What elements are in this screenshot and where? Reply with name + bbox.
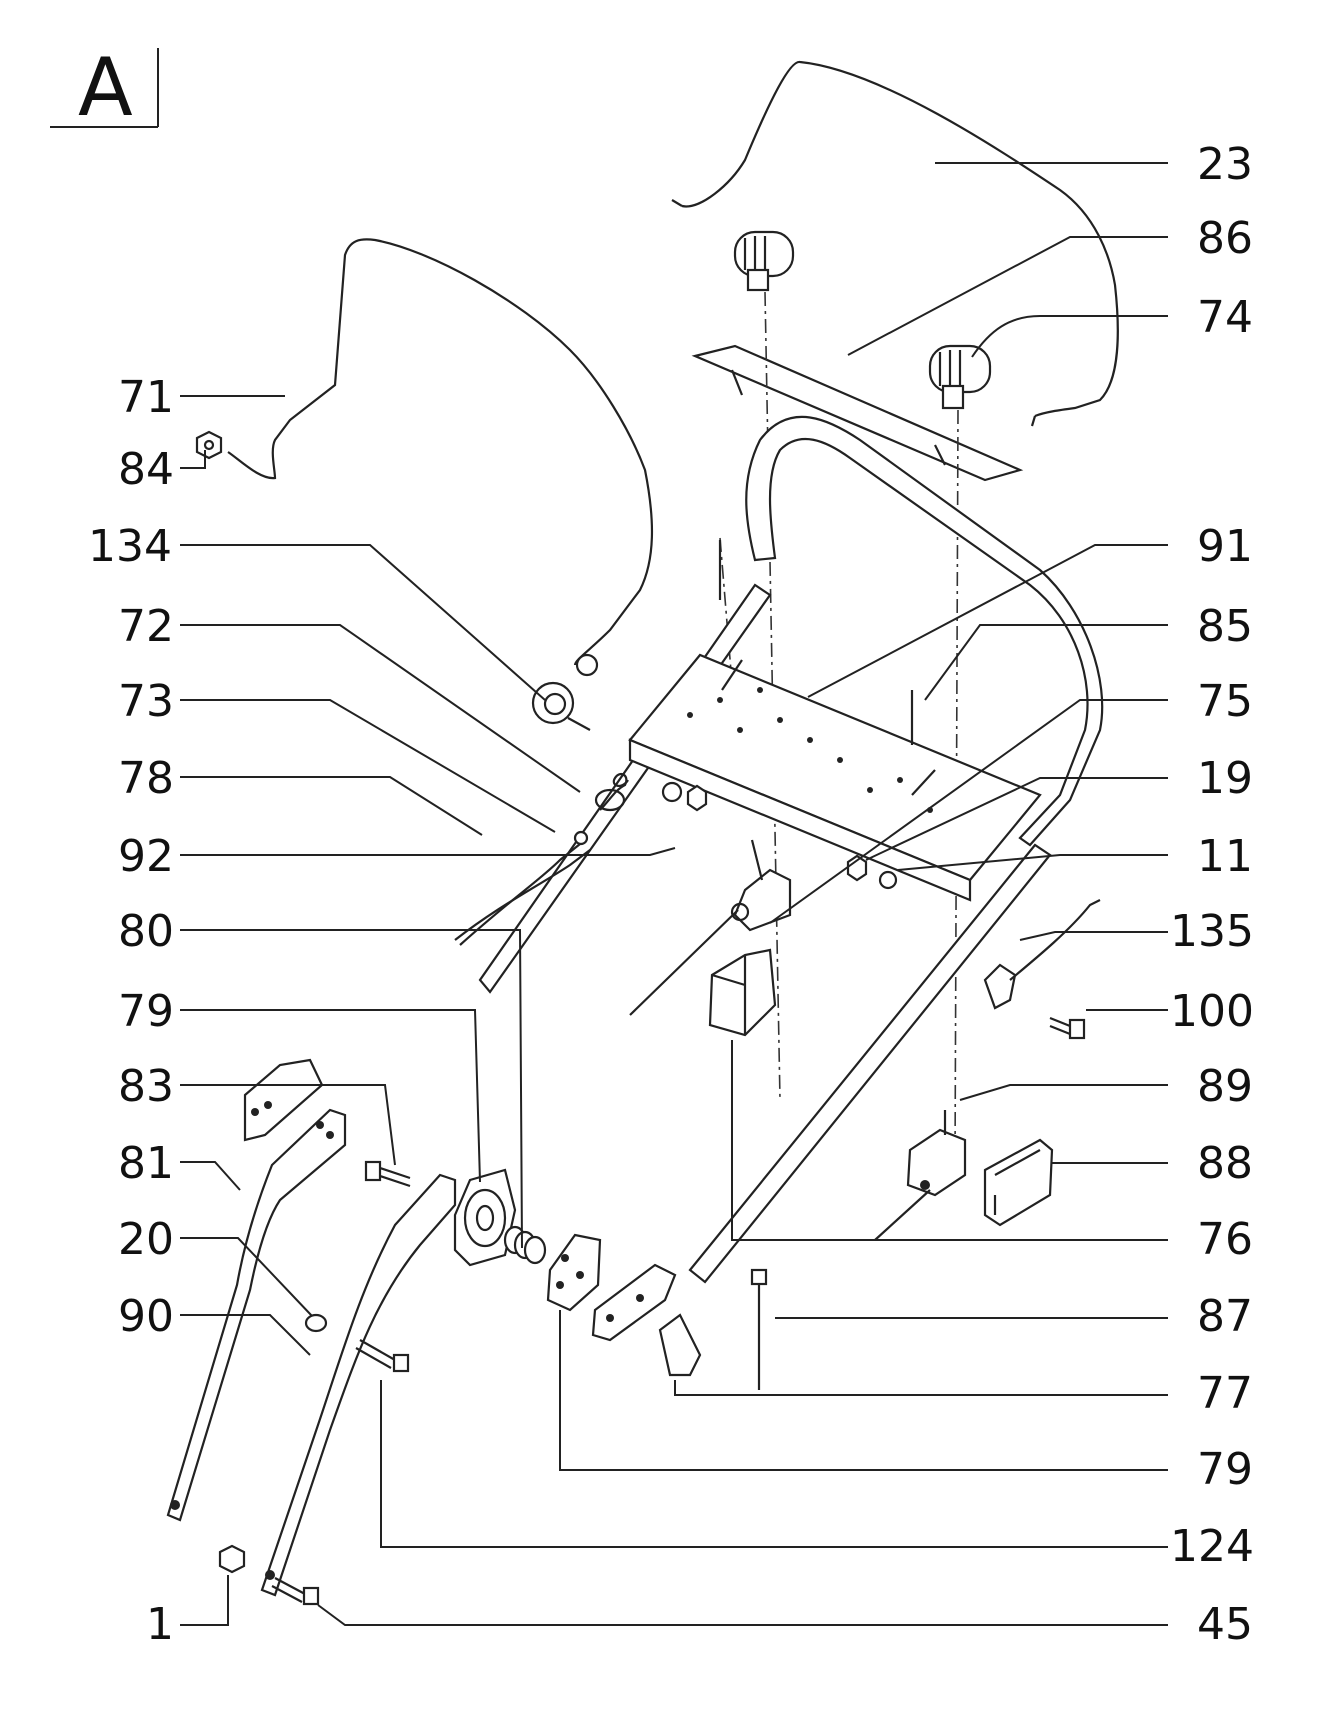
lever-75 bbox=[629, 839, 792, 1016]
part-number-labels: 23 86 74 71 84 134 91 72 85 73 75 78 19 … bbox=[88, 139, 1254, 1650]
label-71: 71 bbox=[118, 372, 174, 423]
label-135: 135 bbox=[1170, 906, 1254, 957]
bracket-135 bbox=[983, 963, 1017, 1010]
hole bbox=[170, 1500, 180, 1510]
hole bbox=[251, 1108, 259, 1116]
label-23: 23 bbox=[1197, 139, 1253, 190]
label-81: 81 bbox=[118, 1138, 174, 1189]
section-label: A bbox=[78, 41, 133, 134]
label-85: 85 bbox=[1197, 601, 1253, 652]
handle-end-plate-right bbox=[591, 1263, 677, 1342]
label-100: 100 bbox=[1170, 986, 1254, 1037]
cable-tie-87 bbox=[750, 1268, 768, 1390]
connector-88 bbox=[983, 1138, 1054, 1227]
bail-71 bbox=[227, 238, 654, 666]
label-19: 19 bbox=[1197, 753, 1253, 804]
label-73: 73 bbox=[118, 676, 174, 727]
cover-plate bbox=[691, 344, 1024, 482]
panel-pin-right bbox=[911, 769, 936, 796]
panel-holes bbox=[687, 687, 933, 813]
label-1: 1 bbox=[146, 1599, 174, 1650]
hole bbox=[316, 1121, 324, 1129]
label-124: 124 bbox=[1170, 1521, 1254, 1572]
label-86: 86 bbox=[1197, 213, 1253, 264]
knob-74 bbox=[928, 344, 992, 410]
height-adjuster-gear-79 bbox=[453, 1168, 517, 1267]
label-92: 92 bbox=[118, 831, 174, 882]
label-20: 20 bbox=[118, 1214, 174, 1265]
nut-1 bbox=[218, 1544, 246, 1574]
hole bbox=[265, 1570, 275, 1580]
hole bbox=[326, 1131, 334, 1139]
handle-assembly-drawing: 23 86 74 71 84 134 91 72 85 73 75 78 19 … bbox=[88, 60, 1254, 1650]
lower-handle-81 bbox=[166, 1108, 347, 1522]
label-45: 45 bbox=[1197, 1599, 1253, 1650]
washer-11 bbox=[878, 870, 898, 890]
nut-on-bail-71 bbox=[575, 653, 599, 677]
nut-left bbox=[686, 784, 708, 812]
hole bbox=[606, 1314, 614, 1322]
label-77: 77 bbox=[1197, 1368, 1253, 1419]
label-90: 90 bbox=[118, 1291, 174, 1342]
cable-135 bbox=[1009, 899, 1101, 981]
label-84: 84 bbox=[118, 444, 174, 495]
label-134: 134 bbox=[88, 521, 172, 572]
upper-handle-tube bbox=[745, 415, 1104, 847]
bolt-45 bbox=[271, 1577, 320, 1606]
label-79-upper: 79 bbox=[118, 986, 174, 1037]
knob-86 bbox=[733, 230, 795, 292]
label-91: 91 bbox=[1197, 521, 1253, 572]
bolt-124 bbox=[355, 1339, 410, 1373]
screw-100 bbox=[1049, 1016, 1086, 1040]
label-74: 74 bbox=[1197, 292, 1253, 343]
label-83: 83 bbox=[118, 1061, 174, 1112]
plate-slot-left bbox=[730, 369, 744, 396]
washer-20 bbox=[304, 1313, 328, 1333]
cable-nipple bbox=[573, 830, 589, 846]
label-87: 87 bbox=[1197, 1291, 1253, 1342]
height-adjuster-knob-79 bbox=[546, 1233, 602, 1312]
hole bbox=[264, 1101, 272, 1109]
upper-handle-right-leg bbox=[688, 843, 1052, 1284]
label-79-lower: 79 bbox=[1197, 1444, 1253, 1495]
spring-72 bbox=[594, 772, 629, 812]
lower-handle-90 bbox=[260, 1173, 457, 1597]
nut-84 bbox=[195, 430, 223, 460]
section-marker: A bbox=[50, 41, 159, 134]
cover-76-edges bbox=[711, 955, 747, 1035]
label-11: 11 bbox=[1197, 831, 1253, 882]
nut-19 bbox=[846, 854, 868, 882]
label-88: 88 bbox=[1197, 1138, 1253, 1189]
label-75: 75 bbox=[1197, 676, 1253, 727]
bolt-83 bbox=[364, 1160, 411, 1188]
washer-left bbox=[661, 781, 683, 803]
bail-23 bbox=[681, 60, 1119, 418]
control-panel-flange bbox=[628, 738, 972, 902]
plate-slot-right bbox=[934, 444, 946, 466]
spring-134 bbox=[531, 681, 591, 731]
switch-89 bbox=[874, 1110, 967, 1241]
label-78: 78 bbox=[118, 753, 174, 804]
label-80: 80 bbox=[118, 906, 174, 957]
leader-lines bbox=[180, 162, 1168, 1626]
bail-23-ends bbox=[671, 199, 1037, 427]
centerline-right bbox=[954, 409, 959, 1166]
label-89: 89 bbox=[1197, 1061, 1253, 1112]
label-76: 76 bbox=[1197, 1214, 1253, 1265]
cover-76 bbox=[708, 948, 777, 1037]
clip-77 bbox=[658, 1313, 702, 1377]
label-72: 72 bbox=[118, 601, 174, 652]
cable-92 bbox=[454, 849, 591, 941]
spring-80 bbox=[503, 1225, 547, 1265]
hole bbox=[636, 1294, 644, 1302]
panel-pin-left bbox=[721, 659, 743, 691]
